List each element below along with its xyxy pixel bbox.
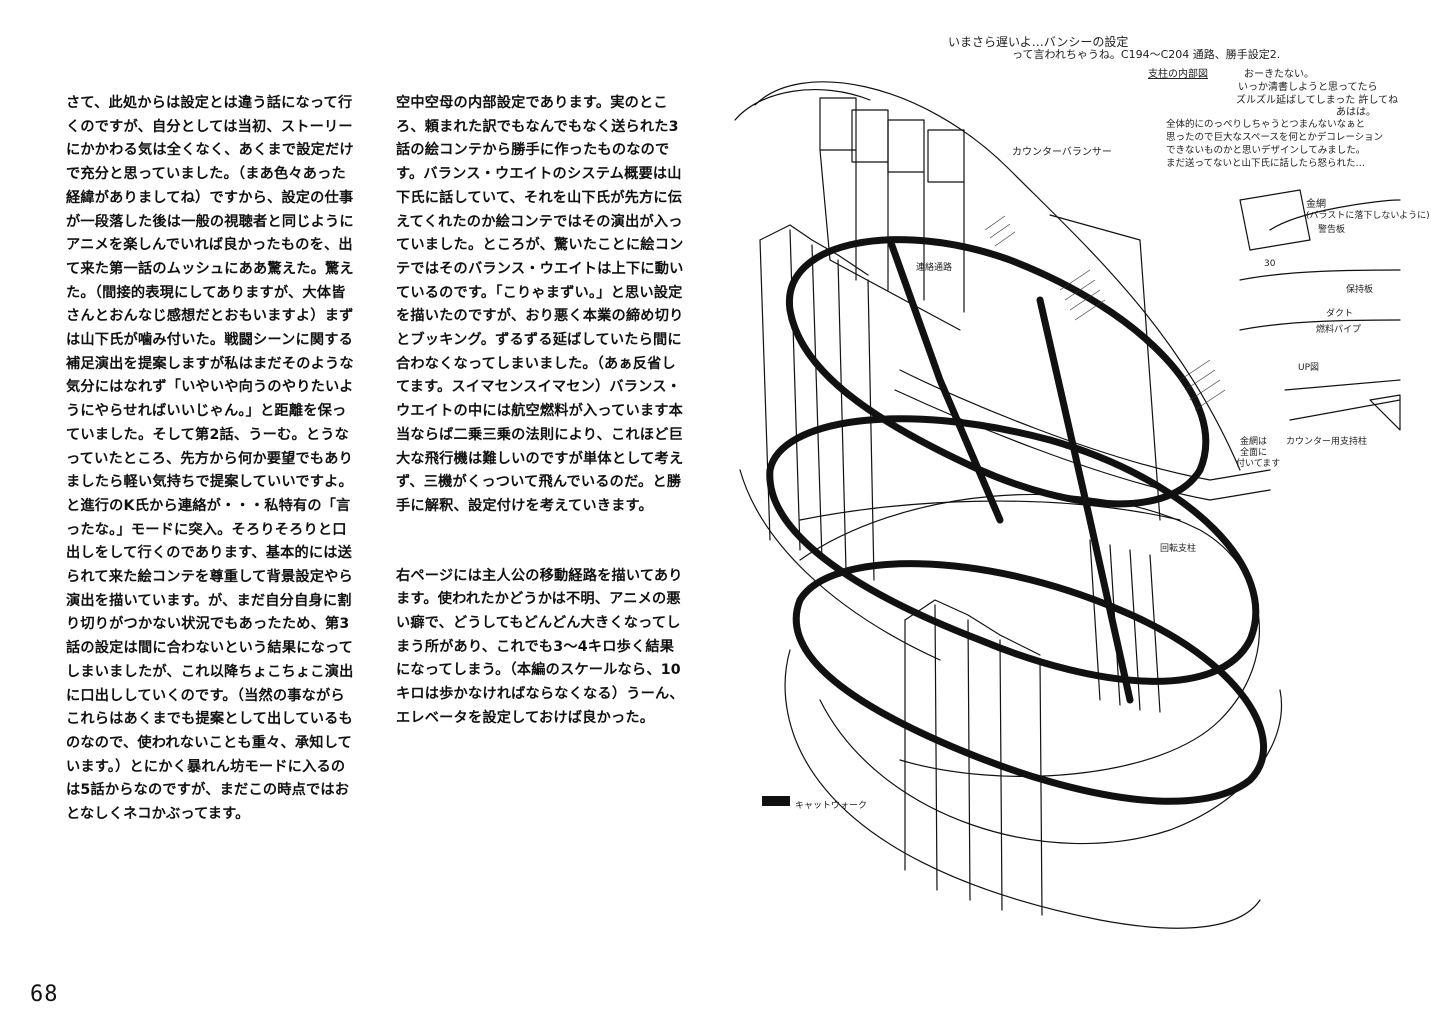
annotation-counter-post: カウンター用支持柱 (1286, 437, 1368, 447)
left-text-column: さて、此処からは設定とは違う話になって行くのですが、自分としては当初、ストーリー… (66, 92, 358, 827)
annotation-duct: ダクト (1326, 309, 1354, 319)
annotation-warning-plate: 警告板 (1318, 225, 1346, 235)
annotation-stairs: 連絡通路 (916, 263, 953, 273)
annotation-note1-line4: あはは。 (1336, 107, 1376, 118)
left-paragraph: さて、此処からは設定とは違う話になって行くのですが、自分としては当初、ストーリー… (66, 95, 354, 823)
page-number: 68 (30, 982, 59, 1007)
annotation-note2-line4: まだ送ってないと山下氏に話したら怒られた… (1166, 158, 1366, 169)
annotation-top-line1: いまさら遅いよ…バンシーの設定 (948, 35, 1129, 49)
annotation-fence-line2: 全面に (1240, 448, 1268, 458)
annotation-note1-line1: おーきたない。 (1244, 69, 1314, 80)
legend-label: キャットウォーク (795, 801, 868, 811)
annotation-counter-balancer: カウンターバランサー (1012, 147, 1112, 158)
middle-paragraph-2: 右ページには主人公の移動経路を描いてあります。使われたかどうかは不明、アニメの悪… (396, 567, 684, 726)
annotation-note2-line3: できないものかと思いデザインしてみました。 (1166, 145, 1366, 156)
annotation-fence-line3: 付いてます (1236, 459, 1281, 469)
middle-text-column: 空中空母の内部設定であります。実のところ、頼まれた訳でもなんでもなく送られた3話… (396, 92, 688, 731)
annotation-support: 保持板 (1346, 285, 1374, 295)
annotation-section-label: 支柱の内部図 (1148, 69, 1208, 80)
annotation-warning-note-line2: (バラストに落下しないように) (1306, 211, 1430, 221)
airship-interior-drawing (734, 81, 1401, 929)
annotation-note1-line2: いっか清書しようと思ってたら (1238, 82, 1378, 93)
annotation-fence-line1: 金網は (1240, 437, 1268, 447)
annotation-rotating-post: 回転支柱 (1160, 544, 1197, 554)
annotation-up-view: UP図 (1298, 363, 1320, 373)
annotation-note2-line2: 思ったので巨大なスペースを何とかデコレーション (1166, 132, 1384, 143)
annotation-dimension-30: 30 (1264, 259, 1276, 269)
annotation-note1-line3: ズルズル延ばしてしまった 許してね (1236, 95, 1399, 106)
annotation-note2-line1: 全体的にのっぺりしちゃうとつまんないなぁと (1166, 119, 1366, 130)
annotation-top-line2: って言われちゃうね。C194～C204 通路、勝手設定2. (1012, 48, 1281, 61)
annotation-pipe: 燃料パイプ (1316, 325, 1362, 335)
middle-paragraph-1: 空中空母の内部設定であります。実のところ、頼まれた訳でもなんでもなく送られた3話… (396, 95, 684, 514)
annotation-warning-note-line1: 金網 (1306, 199, 1326, 210)
